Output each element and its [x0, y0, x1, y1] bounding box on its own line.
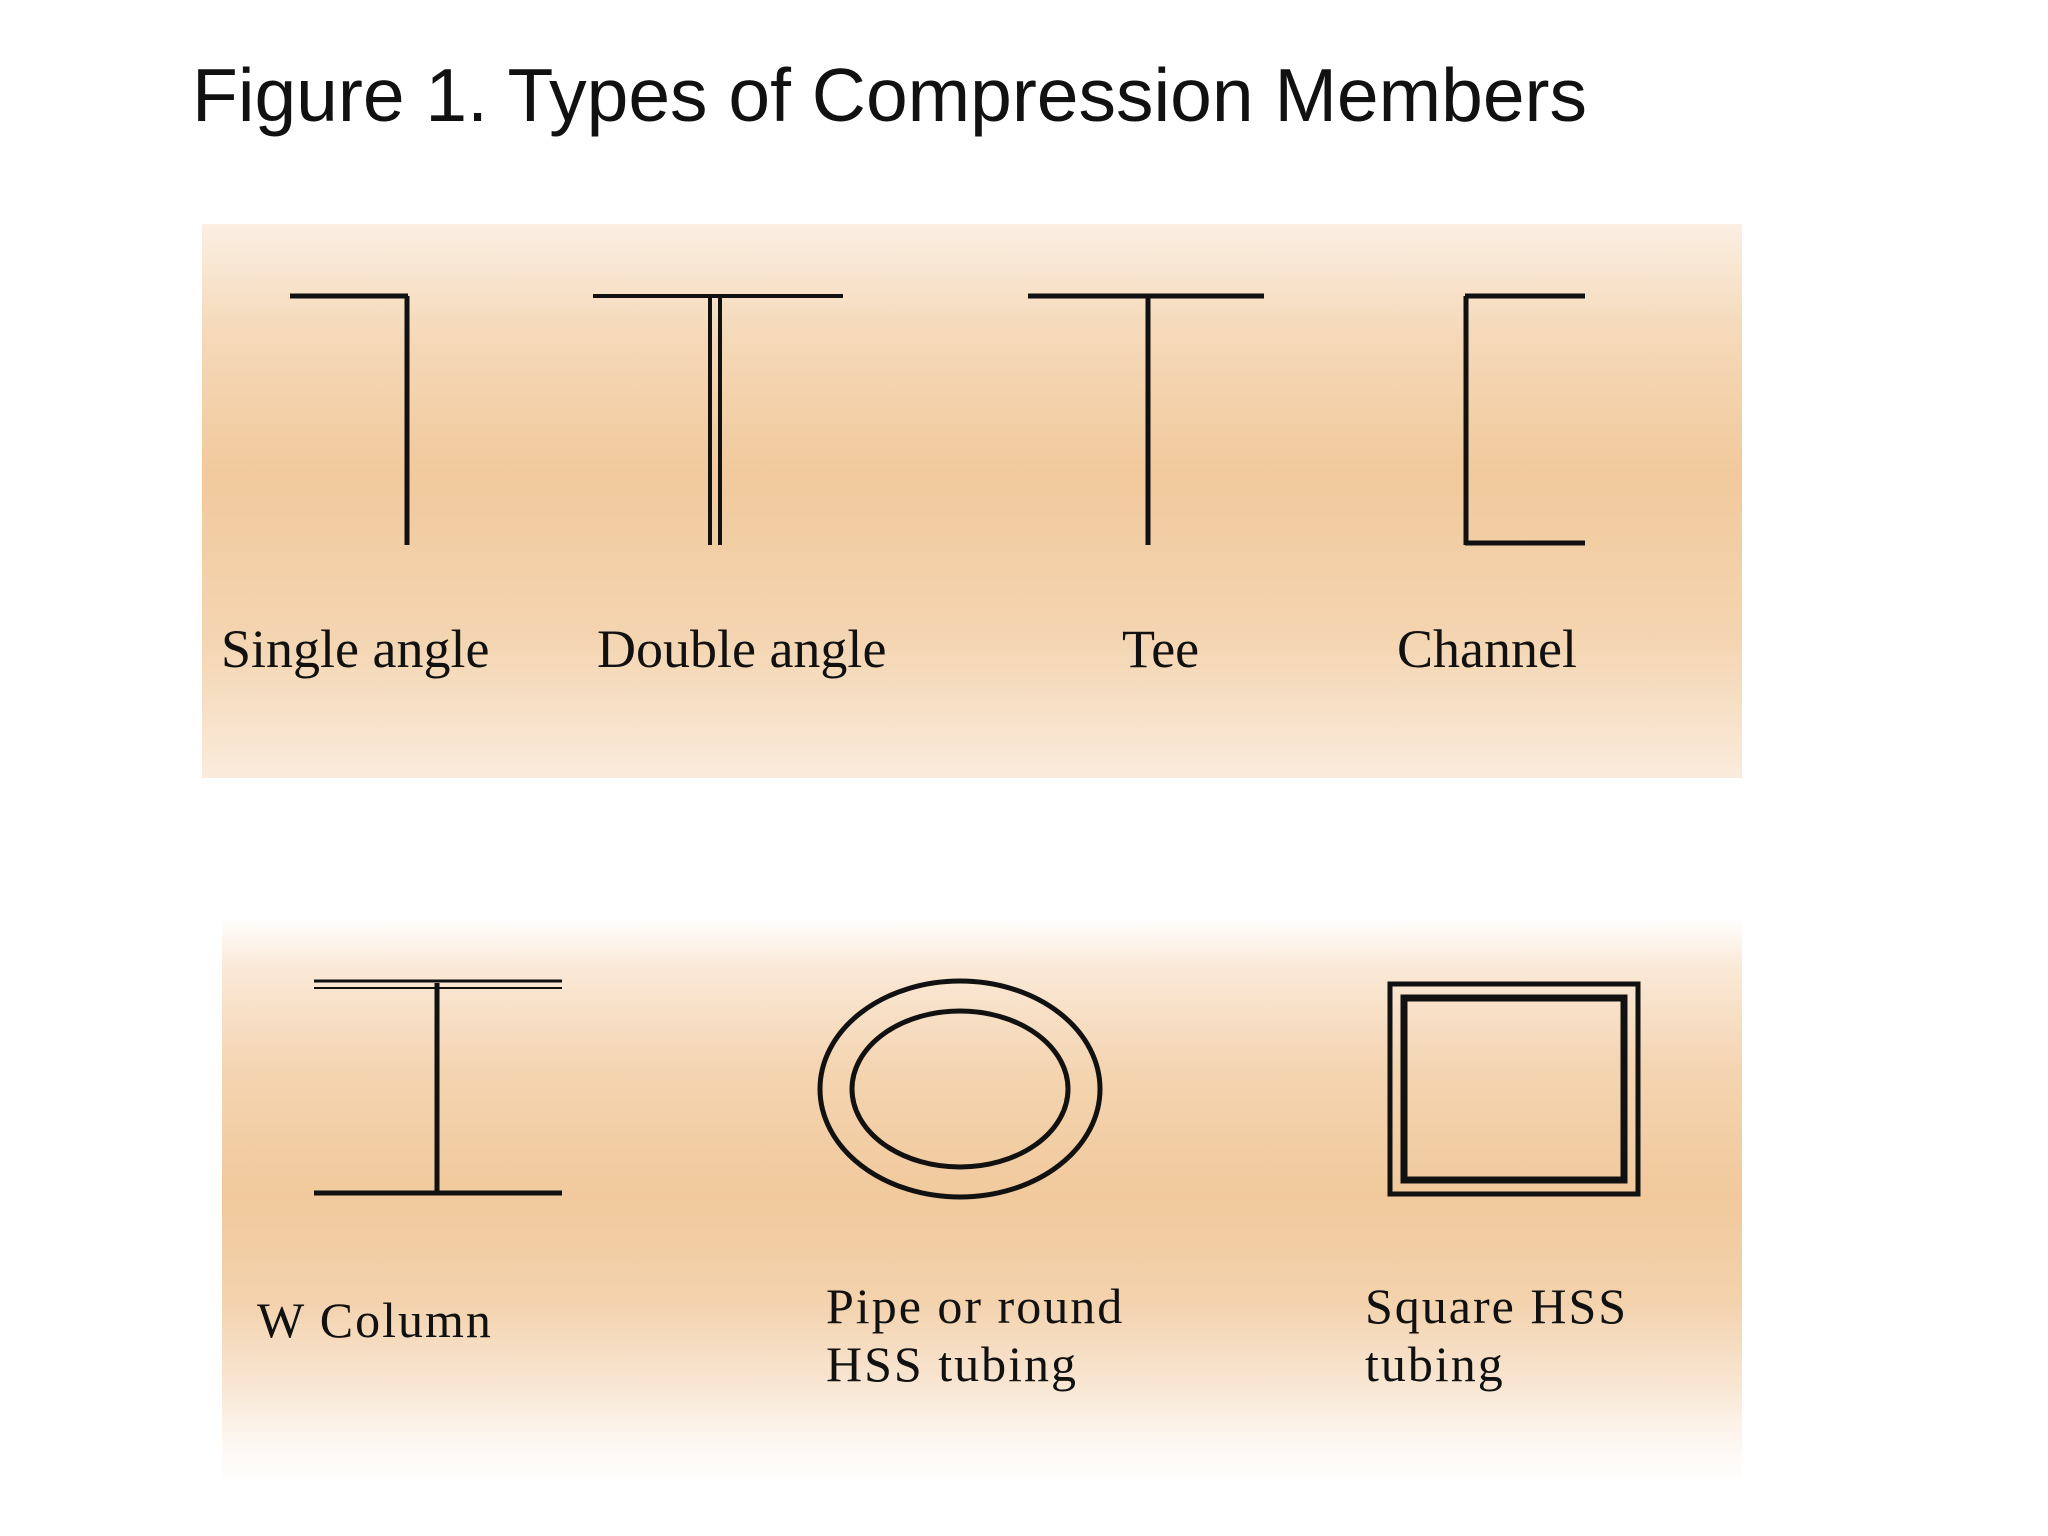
- channel-label: Channel: [1397, 619, 1577, 679]
- bottom-panel: [222, 918, 1742, 1536]
- top-panel: [202, 224, 1742, 778]
- tee-shape: [1028, 293, 1264, 545]
- w-column-label: W Column: [257, 1292, 493, 1348]
- double-angle-shape: [593, 294, 843, 545]
- double-angle-label: Double angle: [597, 619, 887, 679]
- pipe-label-line2: HSS tubing: [826, 1336, 1079, 1392]
- pipe-label-line1: Pipe or round: [826, 1278, 1125, 1334]
- pipe-shape: [817, 978, 1103, 1200]
- channel-shape: [1463, 293, 1585, 546]
- figure-title: Figure 1. Types of Compression Members: [192, 53, 1588, 137]
- square-hss-label-line1: Square HSS: [1365, 1278, 1629, 1334]
- tee-label: Tee: [1122, 619, 1200, 679]
- square-hss-label-line2: tubing: [1365, 1336, 1505, 1392]
- w-column-shape: [314, 979, 562, 1196]
- single-angle-label: Single angle: [221, 619, 490, 679]
- single-angle-shape: [290, 293, 410, 545]
- square-hss-shape: [1387, 981, 1641, 1197]
